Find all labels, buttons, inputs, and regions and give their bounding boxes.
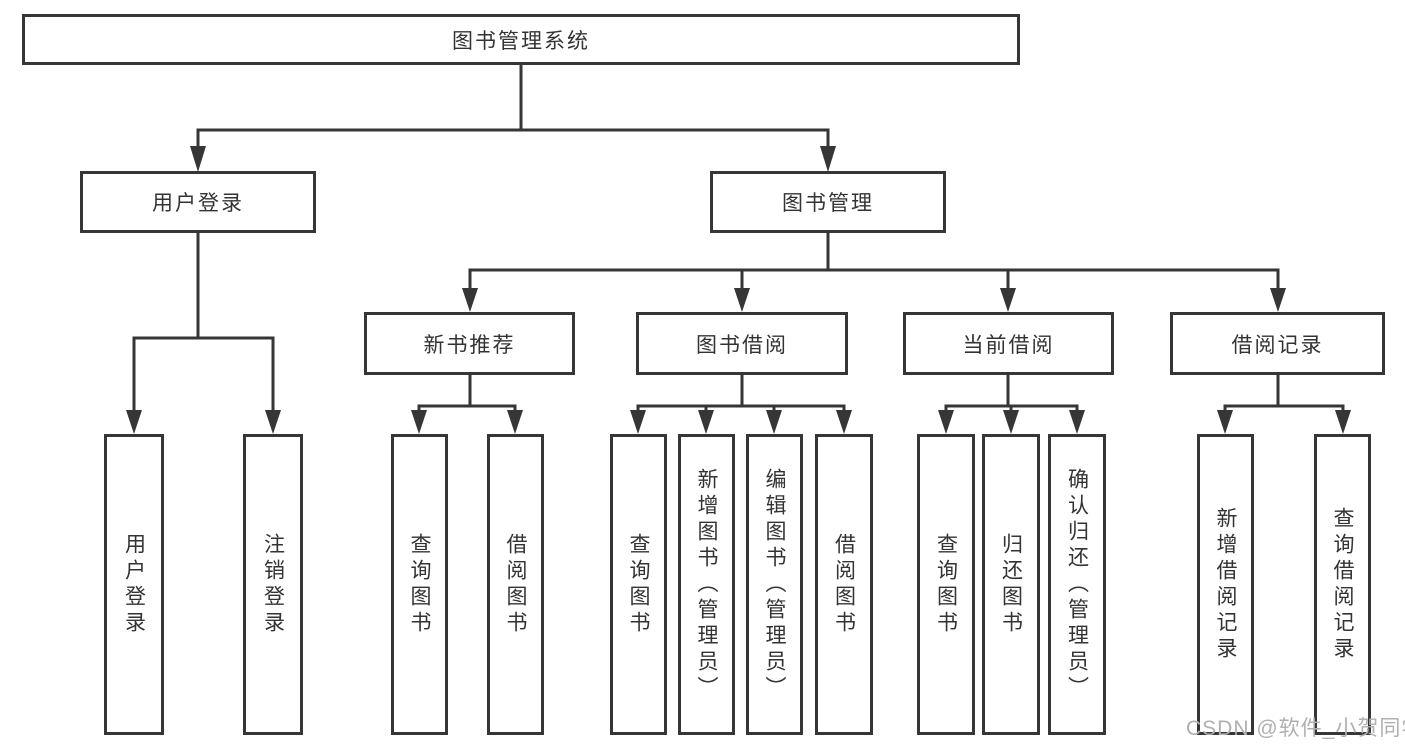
node-user-login: 用户登录 (80, 171, 316, 233)
leaf-confirm-return-admin-label: 确认归还（管理员） (1065, 467, 1089, 702)
leaf-add-borrow-record: 新增借阅记录 (1197, 434, 1254, 735)
leaf-add-borrow-record-label: 新增借阅记录 (1214, 506, 1237, 663)
leaf-query-borrow-record: 查询借阅记录 (1314, 434, 1371, 735)
leaf-add-books-admin: 新增图书（管理员） (678, 434, 735, 735)
node-current-borrow-label: 当前借阅 (962, 333, 1055, 357)
leaf-logout-label: 注销登录 (261, 532, 285, 637)
leaf-query-borrow-record-label: 查询借阅记录 (1331, 506, 1354, 663)
node-borrow-records: 借阅记录 (1170, 312, 1385, 375)
node-book-borrow-label: 图书借阅 (696, 333, 788, 357)
leaf-borrow-books-recommend-label: 借阅图书 (504, 532, 527, 637)
leaf-query-books-recommend: 查询图书 (391, 434, 448, 735)
leaf-query-books-current-label: 查询图书 (934, 532, 958, 637)
leaf-query-books-borrow: 查询图书 (610, 434, 667, 735)
leaf-query-books-recommend-label: 查询图书 (408, 532, 431, 637)
leaf-add-books-admin-label: 新增图书（管理员） (695, 467, 718, 702)
leaf-confirm-return-admin: 确认归还（管理员） (1048, 434, 1106, 735)
node-book-management: 图书管理 (710, 171, 946, 233)
node-user-login-label: 用户登录 (152, 192, 244, 215)
leaf-user-login: 用户登录 (104, 434, 164, 735)
node-new-book-recommend: 新书推荐 (364, 312, 575, 375)
node-borrow-records-label: 借阅记录 (1231, 333, 1324, 357)
leaf-logout: 注销登录 (243, 434, 303, 735)
leaf-return-books-label: 归还图书 (999, 532, 1023, 637)
node-book-borrow: 图书借阅 (636, 312, 848, 375)
leaf-edit-books-admin: 编辑图书（管理员） (746, 434, 803, 735)
node-current-borrow: 当前借阅 (903, 312, 1114, 375)
node-new-book-recommend-label: 新书推荐 (423, 333, 516, 357)
node-root-library-system: 图书管理系统 (22, 14, 1020, 65)
leaf-edit-books-admin-label: 编辑图书（管理员） (763, 467, 786, 702)
leaf-borrow-books: 借阅图书 (815, 434, 873, 735)
node-book-management-label: 图书管理 (782, 192, 874, 215)
leaf-borrow-books-label: 借阅图书 (832, 532, 856, 637)
leaf-user-login-label: 用户登录 (122, 532, 146, 637)
leaf-query-books-borrow-label: 查询图书 (627, 532, 650, 637)
leaf-query-books-current: 查询图书 (917, 434, 975, 735)
csdn-watermark: CSDN @软件_小贺同学 (1186, 717, 1405, 740)
leaf-borrow-books-recommend: 借阅图书 (487, 434, 544, 735)
node-root-label: 图书管理系统 (452, 29, 590, 53)
leaf-return-books: 归还图书 (982, 434, 1040, 735)
